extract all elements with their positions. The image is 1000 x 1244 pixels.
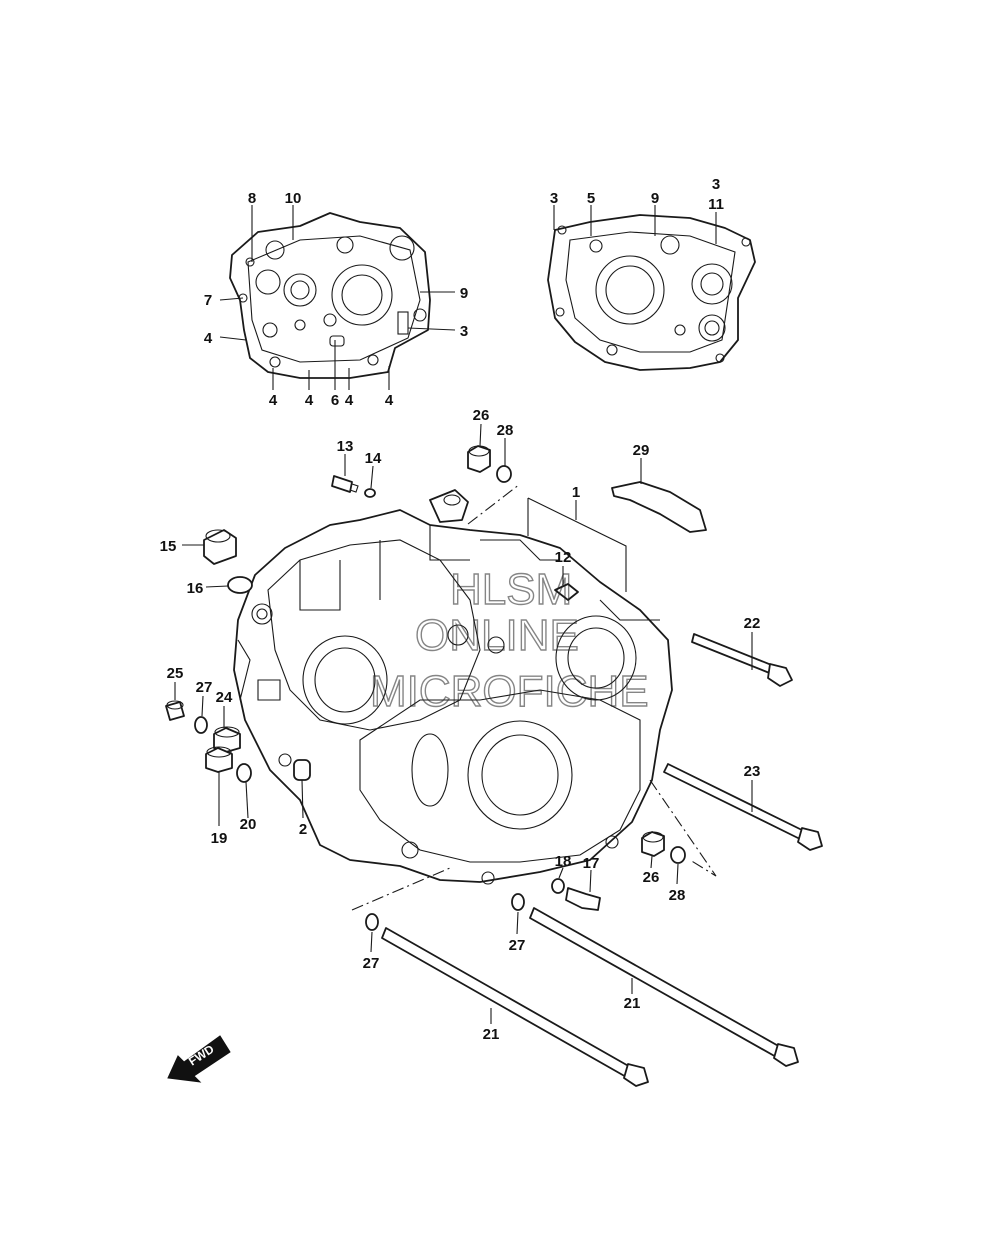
callout-27: 27 [509, 937, 526, 954]
callout-labels: 8 10 7 9 4 3 4 4 6 4 4 3 5 9 3 11 26 28 … [160, 176, 761, 1043]
callout-4: 4 [385, 392, 394, 409]
watermark-line1: HLSM [450, 565, 572, 614]
callout-26: 26 [643, 869, 660, 886]
callout-5: 5 [587, 190, 595, 207]
bolt-21-right [529, 907, 799, 1067]
watermark: HLSM ONLINE MICROFICHE [369, 564, 649, 716]
callout-19: 19 [211, 830, 228, 847]
callout-13: 13 [337, 438, 354, 455]
nut-26-bottom [641, 831, 665, 857]
callout-22: 22 [744, 615, 761, 632]
callout-4: 4 [305, 392, 314, 409]
callout-11: 11 [708, 196, 724, 213]
bolt-17 [565, 887, 601, 911]
bolt-23 [663, 763, 823, 851]
callout-14: 14 [365, 450, 382, 467]
callout-3: 3 [712, 176, 720, 193]
callout-24: 24 [216, 689, 233, 706]
callout-3: 3 [460, 323, 468, 340]
fwd-arrow-icon: FWD [167, 1035, 231, 1083]
watermark-line3: MICROFICHE [370, 667, 649, 716]
crankcase-left-half-detail [229, 212, 431, 379]
callout-6: 6 [331, 392, 339, 409]
bolt-21-left [381, 927, 649, 1087]
callout-1: 1 [572, 484, 580, 501]
callout-12: 12 [555, 549, 572, 566]
crankcase-right-half-detail [547, 214, 756, 371]
nut-26-top [467, 445, 491, 473]
callout-16: 16 [187, 580, 204, 597]
callout-8: 8 [248, 190, 256, 207]
callout-7: 7 [204, 292, 212, 309]
bolt-22 [691, 633, 793, 687]
callout-2: 2 [299, 821, 307, 838]
washer-14 [364, 488, 376, 498]
breather-fitting [331, 475, 359, 493]
callout-26: 26 [473, 407, 490, 424]
callout-10: 10 [285, 190, 302, 207]
callout-18: 18 [555, 853, 572, 870]
washer-27-bottom [365, 913, 379, 931]
washer-27-left [194, 716, 208, 734]
callout-9: 9 [651, 190, 659, 207]
washer-28-bottom [670, 846, 686, 864]
washer-28-top [496, 465, 512, 483]
callout-21: 21 [483, 1026, 500, 1043]
callout-28: 28 [669, 887, 686, 904]
plug-25 [165, 700, 185, 721]
oil-filler-cap [203, 529, 237, 565]
washer-27-middle [511, 893, 525, 911]
bolt-12 [554, 583, 579, 601]
callout-9: 9 [460, 285, 468, 302]
callout-4: 4 [345, 392, 354, 409]
callout-15: 15 [160, 538, 177, 555]
callout-20: 20 [240, 816, 257, 833]
callout-21: 21 [624, 995, 641, 1012]
callout-23: 23 [744, 763, 761, 780]
leader-lines [174, 205, 753, 1024]
washer-18 [551, 878, 565, 894]
callout-28: 28 [497, 422, 514, 439]
callout-3: 3 [550, 190, 558, 207]
case-top-plug [429, 489, 469, 523]
cover-plate-29 [611, 481, 707, 533]
plug-24 [213, 726, 241, 753]
callout-27: 27 [363, 955, 380, 972]
callout-17: 17 [583, 855, 600, 872]
callout-25: 25 [167, 665, 184, 682]
callout-29: 29 [633, 442, 650, 459]
callout-4: 4 [269, 392, 278, 409]
callout-27: 27 [196, 679, 213, 696]
crankcase-main-assembly [233, 509, 673, 885]
dowel-pin-2 [293, 759, 311, 781]
o-ring-16 [227, 576, 253, 594]
washer-20 [236, 763, 252, 783]
callout-4: 4 [204, 330, 213, 347]
watermark-line2: ONLINE [415, 611, 579, 660]
drain-bolt-19 [205, 746, 233, 773]
